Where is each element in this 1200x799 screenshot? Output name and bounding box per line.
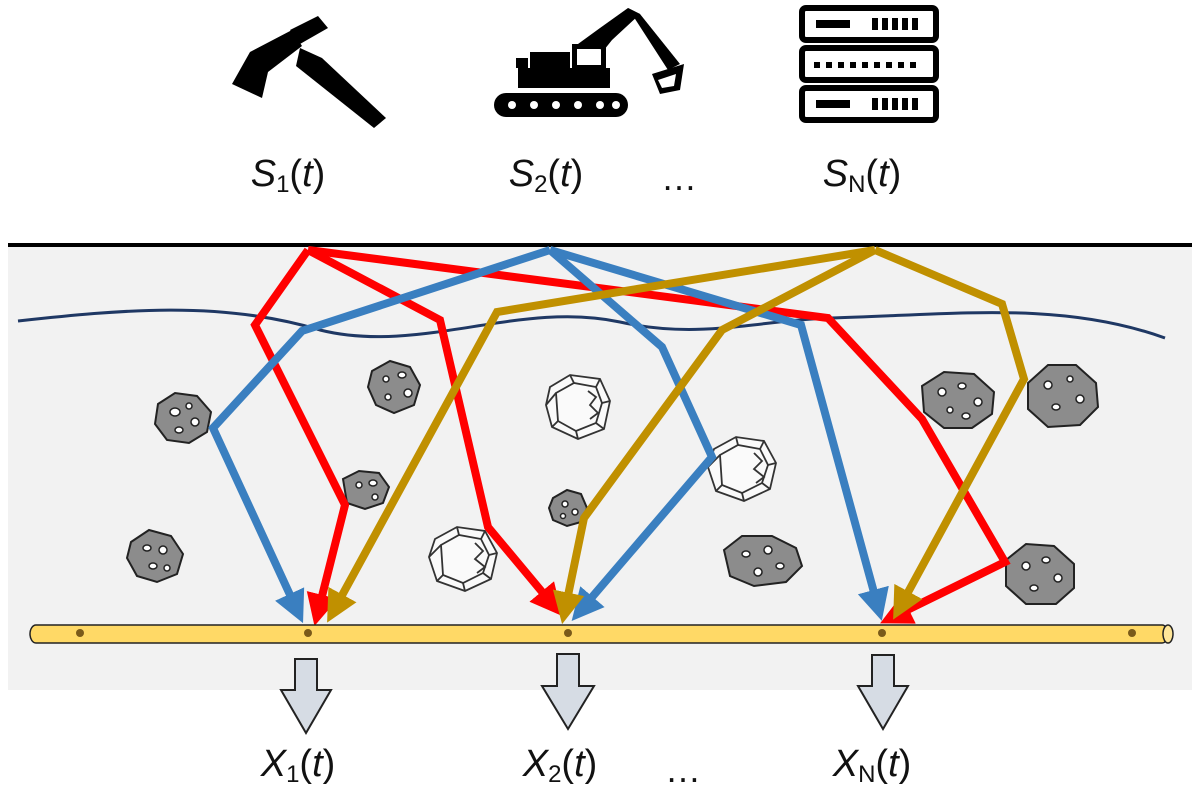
path-s2-to-x2: [547, 246, 717, 621]
excavator-icon: [494, 8, 684, 117]
rock: [341, 469, 391, 511]
path-sn-to-x1: [327, 246, 876, 623]
server-rack-icon: [799, 5, 939, 123]
server-rack-details: [814, 18, 918, 110]
rock: [920, 370, 996, 429]
path-s1-to-xn: [307, 246, 1011, 624]
sensor-point-x2: [564, 629, 572, 637]
rock: [153, 391, 213, 445]
sensor-ellipsis: …: [665, 749, 703, 790]
cable-dot: [76, 629, 84, 637]
path-sn-to-xn: [873, 246, 1029, 620]
path-s2-to-xn: [548, 246, 889, 621]
sensor-label-x2: X2(t): [522, 743, 598, 788]
path-s1-to-x1: [250, 247, 350, 626]
sensing-cable: [29, 624, 1174, 644]
output-arrow-x2: [540, 653, 596, 731]
crystal: [707, 436, 777, 502]
path-sn-to-x2: [552, 246, 877, 625]
sensor-point-xn: [878, 629, 886, 637]
rock: [722, 535, 804, 588]
water-table-line: [17, 308, 1166, 340]
output-arrow-x1: [279, 658, 333, 735]
rock: [125, 528, 185, 584]
sensor-label-xn: XN(t): [832, 743, 912, 788]
crystal: [545, 374, 611, 440]
path-s1-to-x2: [306, 246, 563, 617]
path-s2-to-x1: [208, 246, 552, 624]
source-label-s2: S2(t): [508, 153, 584, 198]
source-label-s1: S1(t): [250, 153, 326, 198]
sensor-point-x1: [304, 629, 312, 637]
source-label-sn: SN(t): [822, 153, 902, 198]
hammer-icon: [232, 16, 386, 128]
rock: [1005, 542, 1075, 605]
cable-dot: [1128, 629, 1136, 637]
rock: [1027, 364, 1100, 429]
rock: [366, 359, 422, 415]
crystal: [428, 526, 498, 592]
output-arrow-xn: [856, 654, 910, 731]
sensor-label-x1: X1(t): [260, 743, 336, 788]
source-ellipsis: …: [661, 157, 699, 198]
